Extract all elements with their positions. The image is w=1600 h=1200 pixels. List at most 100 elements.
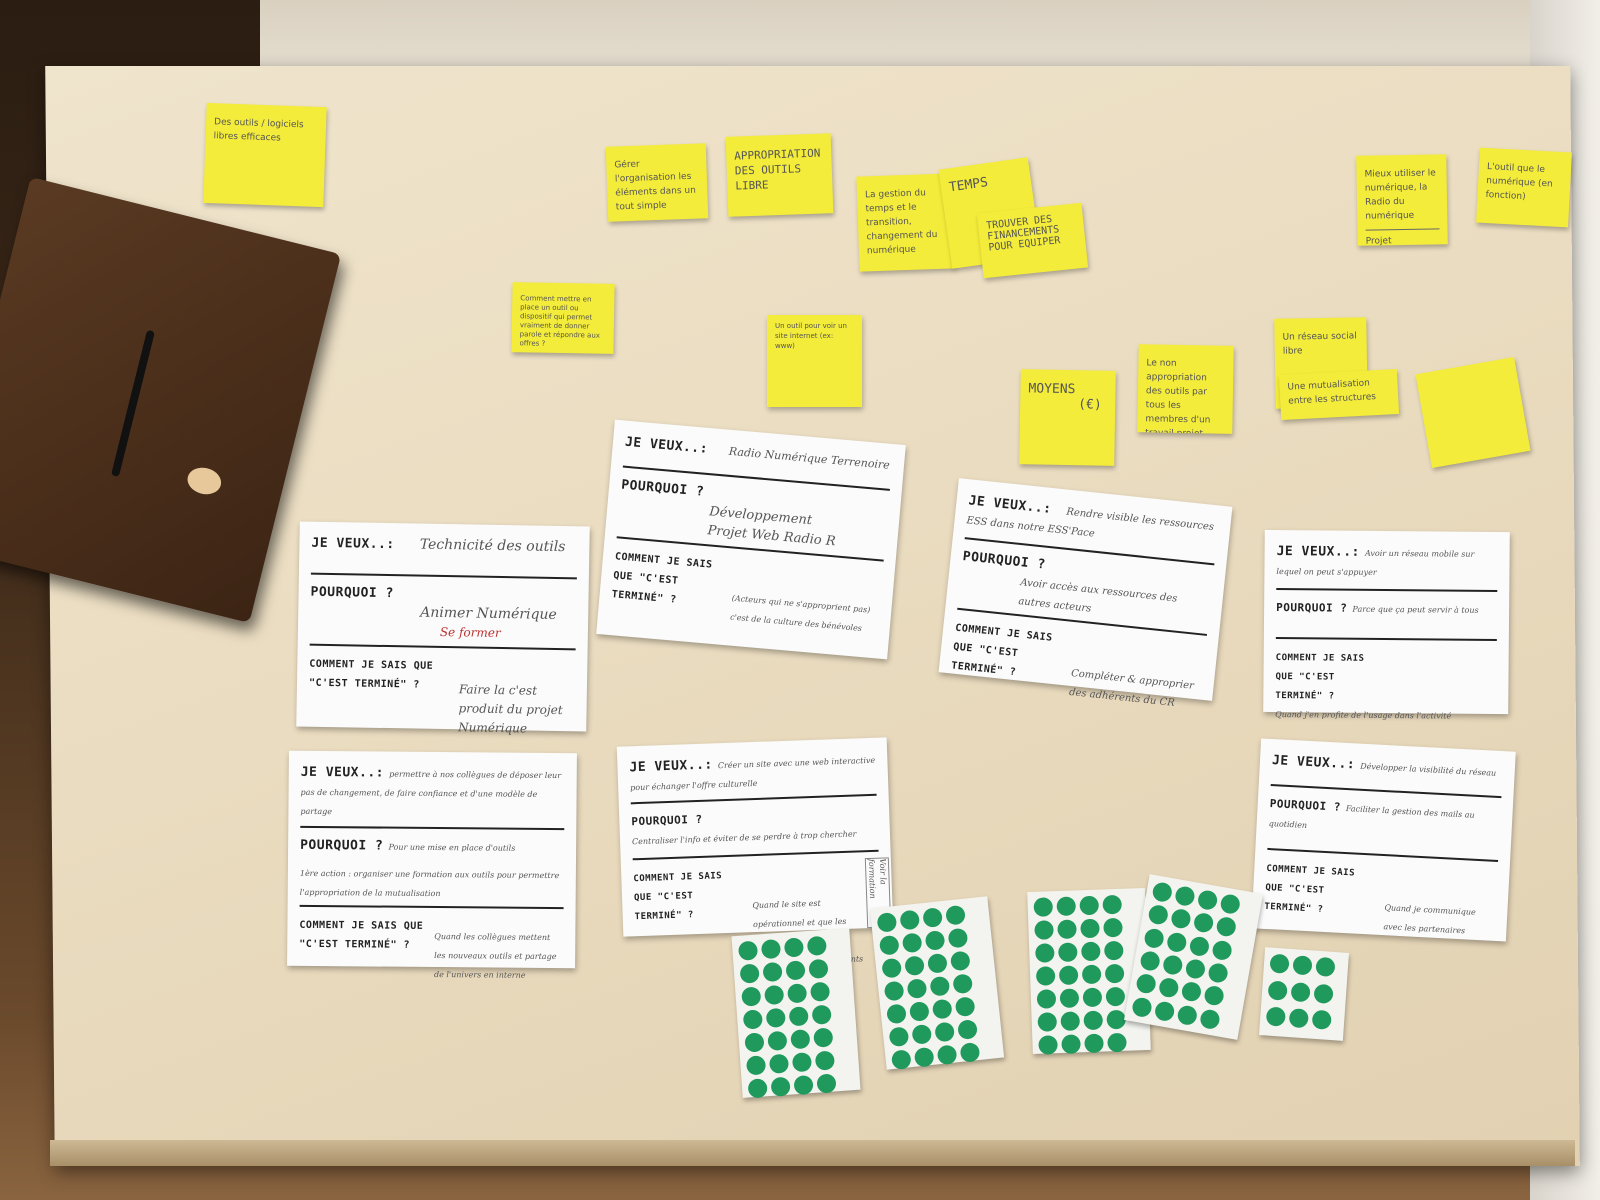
green-dot-sticker[interactable] — [1153, 999, 1176, 1022]
green-dot-sticker[interactable] — [1313, 983, 1334, 1004]
green-dot-sticker[interactable] — [806, 935, 828, 957]
green-dot-sticker[interactable] — [816, 1073, 837, 1094]
dot-sticker-sheet-2[interactable] — [869, 896, 1005, 1071]
green-dot-sticker[interactable] — [790, 1029, 811, 1050]
green-dot-sticker[interactable] — [1203, 984, 1226, 1007]
green-dot-sticker[interactable] — [1034, 920, 1054, 940]
green-dot-sticker[interactable] — [814, 1050, 836, 1071]
green-dot-sticker[interactable] — [878, 934, 900, 956]
sticky-note-8[interactable]: L'outil que le numérique (en fonction) — [1476, 147, 1572, 228]
green-dot-sticker[interactable] — [747, 1078, 768, 1099]
green-dot-sticker[interactable] — [745, 1055, 767, 1076]
green-dot-sticker[interactable] — [883, 980, 905, 1002]
green-dot-sticker[interactable] — [791, 1052, 813, 1073]
green-dot-sticker[interactable] — [1059, 988, 1080, 1009]
green-dot-sticker[interactable] — [1056, 896, 1077, 917]
green-dot-sticker[interactable] — [904, 955, 926, 977]
green-dot-sticker[interactable] — [1037, 1012, 1058, 1032]
green-dot-sticker[interactable] — [888, 1026, 910, 1048]
green-dot-sticker[interactable] — [1151, 881, 1174, 904]
green-dot-sticker[interactable] — [1080, 918, 1100, 939]
green-dot-sticker[interactable] — [936, 1044, 958, 1066]
dot-sticker-sheet-5[interactable] — [1259, 947, 1349, 1041]
green-dot-sticker[interactable] — [765, 1007, 786, 1029]
green-dot-sticker[interactable] — [1135, 972, 1158, 995]
green-dot-sticker[interactable] — [949, 950, 971, 972]
green-dot-sticker[interactable] — [881, 957, 903, 979]
green-dot-sticker[interactable] — [911, 1023, 933, 1045]
green-dot-sticker[interactable] — [744, 1032, 765, 1053]
green-dot-sticker[interactable] — [1082, 987, 1103, 1008]
green-dot-sticker[interactable] — [1265, 1006, 1286, 1028]
green-dot-sticker[interactable] — [1315, 956, 1336, 978]
green-dot-sticker[interactable] — [1105, 986, 1126, 1007]
green-dot-sticker[interactable] — [809, 981, 831, 1002]
green-dot-sticker[interactable] — [1157, 976, 1180, 999]
green-dot-sticker[interactable] — [793, 1075, 814, 1096]
goal-card-4[interactable]: JE VEUX..: Avoir un réseau mobile sur le… — [1263, 529, 1510, 721]
green-dot-sticker[interactable] — [1131, 995, 1154, 1018]
green-dot-sticker[interactable] — [952, 973, 974, 995]
green-dot-sticker[interactable] — [813, 1027, 834, 1048]
green-dot-sticker[interactable] — [785, 960, 806, 981]
green-dot-sticker[interactable] — [1161, 954, 1184, 977]
sticky-note-2[interactable]: Gérer l'organisation les éléments dans u… — [605, 143, 709, 222]
sticky-note-6[interactable]: TROUVER DES FINANCEMENTS POUR EQUIPER — [976, 202, 1089, 279]
green-dot-sticker[interactable] — [1081, 964, 1102, 985]
green-dot-sticker[interactable] — [767, 1030, 788, 1052]
green-dot-sticker[interactable] — [1211, 939, 1234, 962]
green-dot-sticker[interactable] — [945, 904, 966, 926]
green-dot-sticker[interactable] — [876, 911, 898, 933]
green-dot-sticker[interactable] — [890, 1049, 912, 1071]
green-dot-sticker[interactable] — [1288, 1008, 1309, 1029]
green-dot-sticker[interactable] — [1058, 965, 1079, 986]
green-dot-sticker[interactable] — [1219, 893, 1242, 916]
green-dot-sticker[interactable] — [913, 1046, 935, 1068]
goal-card-2[interactable]: JE VEUX..: Radio Numérique Terrenoire PO… — [596, 419, 906, 660]
green-dot-sticker[interactable] — [927, 952, 948, 974]
sticky-note-9[interactable]: Comment mettre en place un outil ou disp… — [511, 282, 615, 354]
green-dot-sticker[interactable] — [931, 998, 953, 1020]
green-dot-sticker[interactable] — [1035, 966, 1056, 986]
green-dot-sticker[interactable] — [760, 938, 782, 960]
green-dot-sticker[interactable] — [1104, 963, 1125, 984]
green-dot-sticker[interactable] — [901, 932, 923, 954]
green-dot-sticker[interactable] — [1083, 1010, 1104, 1031]
green-dot-sticker[interactable] — [899, 909, 921, 931]
goal-card-5[interactable]: JE VEUX..: permettre à nos collègues de … — [287, 750, 577, 980]
green-dot-sticker[interactable] — [1139, 950, 1162, 973]
green-dot-sticker[interactable] — [783, 937, 805, 958]
green-dot-sticker[interactable] — [1035, 943, 1055, 963]
green-dot-sticker[interactable] — [1267, 980, 1288, 1001]
green-dot-sticker[interactable] — [1290, 981, 1311, 1003]
green-dot-sticker[interactable] — [1147, 904, 1170, 927]
green-dot-sticker[interactable] — [906, 978, 928, 1000]
dot-sticker-sheet-1[interactable] — [731, 928, 861, 1099]
green-dot-sticker[interactable] — [1169, 908, 1192, 931]
green-dot-sticker[interactable] — [770, 1076, 791, 1097]
green-dot-sticker[interactable] — [1057, 919, 1077, 940]
green-dot-sticker[interactable] — [957, 1019, 978, 1041]
green-dot-sticker[interactable] — [768, 1053, 790, 1074]
green-dot-sticker[interactable] — [1143, 927, 1166, 950]
green-dot-sticker[interactable] — [1196, 889, 1219, 912]
green-dot-sticker[interactable] — [808, 958, 829, 979]
green-dot-sticker[interactable] — [1188, 935, 1211, 958]
green-dot-sticker[interactable] — [1192, 912, 1215, 935]
green-dot-sticker[interactable] — [947, 927, 969, 949]
sticky-note-12[interactable]: Le non appropriation des outils par tous… — [1137, 344, 1234, 434]
green-dot-sticker[interactable] — [1311, 1009, 1332, 1031]
green-dot-sticker[interactable] — [924, 930, 946, 951]
goal-card-1[interactable]: JE VEUX..: Technicité des outils POURQUO… — [296, 521, 590, 735]
green-dot-sticker[interactable] — [786, 983, 808, 1004]
green-dot-sticker[interactable] — [908, 1001, 930, 1022]
green-dot-sticker[interactable] — [929, 975, 951, 997]
sticky-note-14[interactable]: Une mutualisation entre les structures — [1278, 368, 1400, 421]
green-dot-sticker[interactable] — [1102, 894, 1123, 915]
green-dot-sticker[interactable] — [1207, 961, 1230, 985]
green-dot-sticker[interactable] — [762, 961, 783, 983]
green-dot-sticker[interactable] — [1176, 1003, 1199, 1026]
green-dot-sticker[interactable] — [1084, 1033, 1104, 1054]
green-dot-sticker[interactable] — [954, 996, 976, 1018]
green-dot-sticker[interactable] — [1061, 1034, 1081, 1054]
